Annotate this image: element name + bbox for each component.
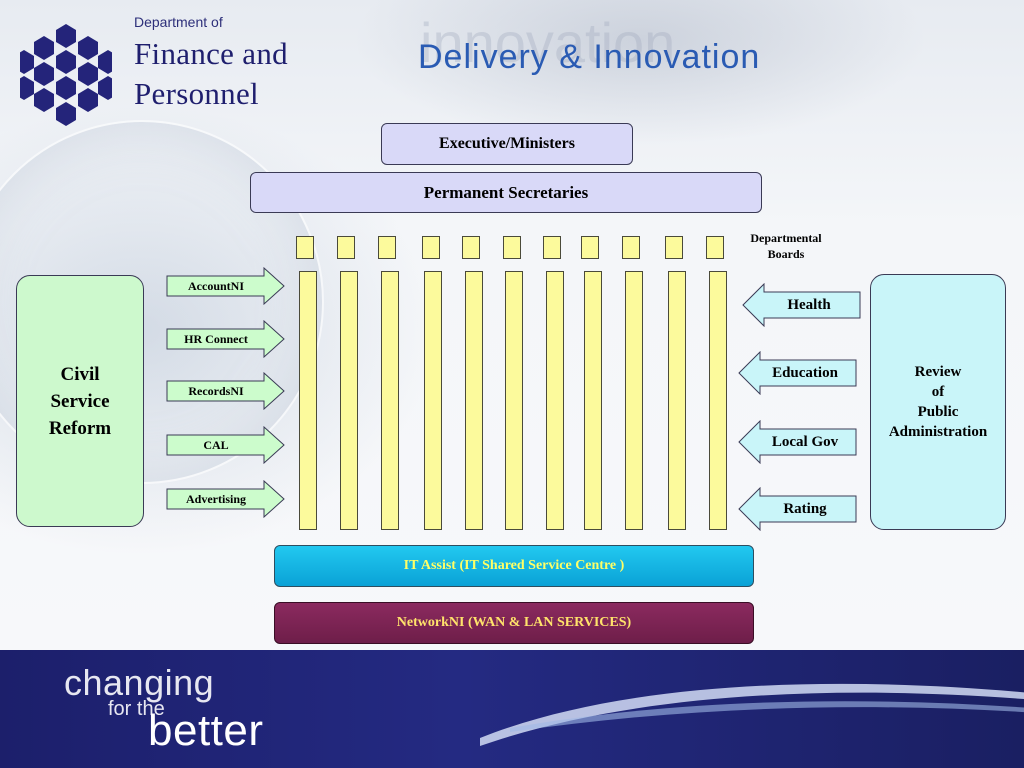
dept-board-square bbox=[422, 236, 440, 259]
accountni-arrow: AccountNI bbox=[166, 267, 286, 305]
dept-board-square bbox=[581, 236, 599, 259]
department-column bbox=[584, 271, 602, 530]
advertising-label: Advertising bbox=[186, 491, 246, 506]
dept-board-square bbox=[665, 236, 683, 259]
health-arrow: Health bbox=[742, 283, 862, 327]
right-arrow-shape bbox=[166, 480, 285, 518]
local-gov-label: Local Gov bbox=[771, 433, 839, 450]
recordsni-arrow: RecordsNI bbox=[166, 372, 286, 410]
left-arrow-shape bbox=[738, 351, 857, 395]
footer-for-the-text: for the bbox=[108, 698, 165, 720]
department-column bbox=[299, 271, 317, 530]
department-column bbox=[625, 271, 643, 530]
education-arrow: Education bbox=[738, 351, 858, 395]
footer-changing-text: changing bbox=[64, 662, 215, 703]
right-arrow-shape bbox=[166, 320, 285, 358]
left-arrow-shape bbox=[742, 283, 861, 327]
dept-board-square bbox=[706, 236, 724, 259]
cal-label: CAL bbox=[203, 437, 229, 452]
department-column bbox=[668, 271, 686, 530]
department-column bbox=[709, 271, 727, 530]
left-arrow-shape bbox=[738, 420, 857, 464]
hr-connect-arrow: HR Connect bbox=[166, 320, 286, 358]
executive-ministers-box: Executive/Ministers bbox=[381, 123, 633, 165]
department-column bbox=[340, 271, 358, 530]
civil-service-reform-box: Civil Service Reform bbox=[16, 275, 144, 527]
department-logo-icon bbox=[20, 24, 112, 126]
local-gov-arrow: Local Gov bbox=[738, 420, 858, 464]
accountni-label: AccountNI bbox=[188, 278, 244, 293]
it-assist-bar: IT Assist (IT Shared Service Centre ) bbox=[274, 545, 754, 587]
dept-board-square bbox=[462, 236, 480, 259]
dept-board-square bbox=[337, 236, 355, 259]
department-column bbox=[424, 271, 442, 530]
footer-better-text: better bbox=[148, 706, 264, 755]
civil-line-1: Civil bbox=[60, 363, 100, 385]
right-arrow-shape bbox=[166, 372, 285, 410]
department-column bbox=[505, 271, 523, 530]
rpa-line-2: of bbox=[931, 384, 945, 400]
advertising-arrow: Advertising bbox=[166, 480, 286, 518]
departmental-boards-line2: Boards bbox=[767, 247, 805, 261]
rating-label: Rating bbox=[783, 500, 827, 517]
banner-title: Delivery & Innovation bbox=[418, 38, 761, 76]
departmental-boards-line1: Departmental bbox=[750, 231, 822, 245]
review-public-administration-box: Review of Public Administration bbox=[870, 274, 1006, 530]
dept-name-line1: Finance and bbox=[134, 36, 288, 71]
rating-arrow: Rating bbox=[738, 487, 858, 531]
department-column bbox=[381, 271, 399, 530]
departmental-boards-label: Departmental Boards bbox=[736, 230, 836, 262]
recordsni-label: RecordsNI bbox=[188, 383, 244, 398]
permanent-secretaries-box: Permanent Secretaries bbox=[250, 172, 762, 213]
hr-connect-label: HR Connect bbox=[184, 331, 248, 346]
rpa-line-4: Administration bbox=[888, 424, 988, 440]
dept-board-square bbox=[296, 236, 314, 259]
department-column bbox=[465, 271, 483, 530]
civil-line-2: Service bbox=[50, 390, 110, 412]
footer-banner: changing for the better bbox=[0, 650, 1024, 768]
right-arrow-shape bbox=[166, 426, 285, 464]
left-arrow-shape bbox=[738, 487, 857, 531]
dept-board-square bbox=[622, 236, 640, 259]
health-label: Health bbox=[787, 296, 831, 313]
dept-board-square bbox=[503, 236, 521, 259]
banner-ghost-text: innovation bbox=[420, 11, 676, 74]
education-label: Education bbox=[772, 364, 838, 381]
dept-board-square bbox=[378, 236, 396, 259]
networkni-bar: NetworkNI (WAN & LAN SERVICES) bbox=[274, 602, 754, 644]
dept-name-line2: Personnel bbox=[134, 76, 259, 111]
cal-arrow: CAL bbox=[166, 426, 286, 464]
dept-of-label: Department of bbox=[134, 14, 223, 30]
rpa-line-3: Public bbox=[917, 404, 959, 420]
rpa-line-1: Review bbox=[914, 364, 962, 380]
department-column bbox=[546, 271, 564, 530]
swoosh-graphic-icon bbox=[480, 683, 1024, 746]
civil-line-3: Reform bbox=[48, 417, 112, 439]
right-arrow-shape bbox=[166, 267, 285, 305]
dept-board-square bbox=[543, 236, 561, 259]
